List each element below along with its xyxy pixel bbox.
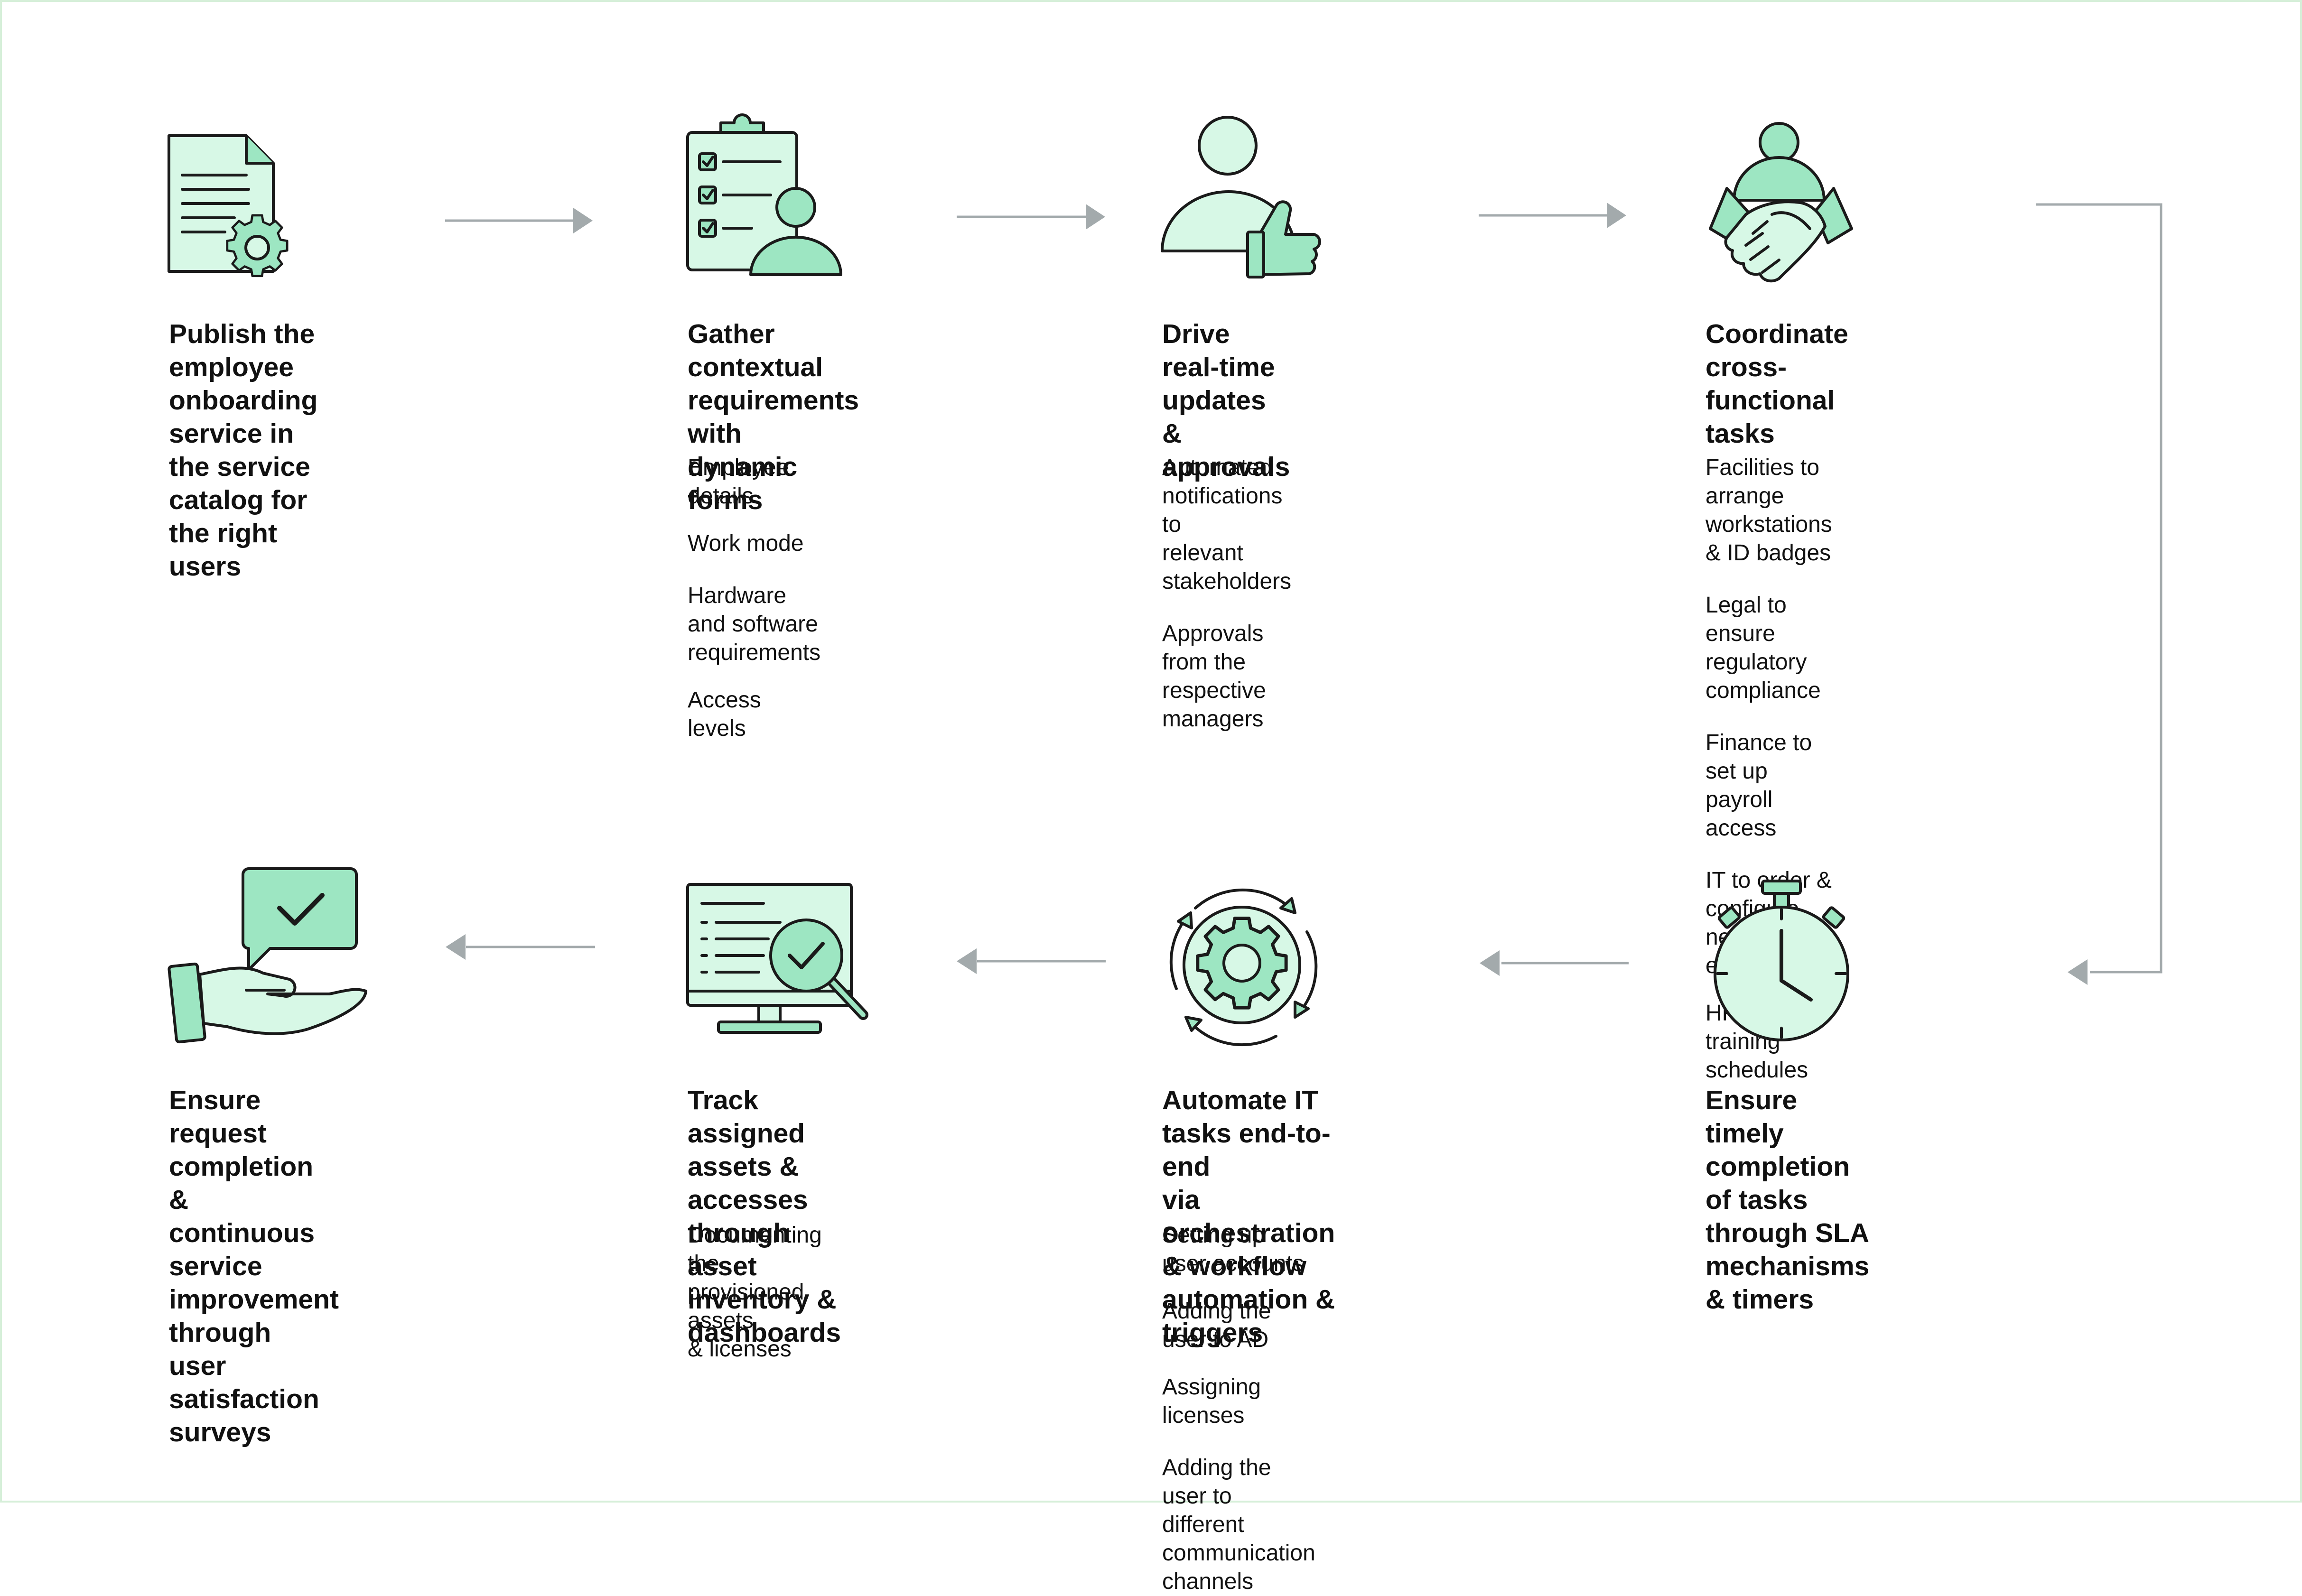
step-item-list: Documenting the provisioned assets & lic… [688,1221,822,1364]
arrowhead-4 [2068,959,2088,985]
list-item: Finance to set up payroll access [1706,730,1812,841]
arrowhead-6 [957,948,977,974]
handshake-icon [1709,122,1853,283]
step-item-list: Employee details Work mode Hardware and … [688,454,820,743]
list-item: HR to sort training schedules [1706,1001,1808,1083]
arrowhead-7 [446,934,466,960]
list-item: Setting up user accounts [1162,1223,1304,1276]
arrowhead-2 [1086,204,1105,230]
list-item: Documenting the provisioned assets & lic… [688,1223,822,1362]
monitor-magnifier-icon [686,883,868,1034]
arrowhead-3 [1607,203,1626,228]
user-thumbs-up-icon [1161,116,1321,278]
step-item-list: Facilities to arrange workstations & ID … [1706,454,1832,1085]
gear-cycle-icon [1169,888,1318,1047]
document-gear-icon [168,134,289,278]
list-item: Facilities to arrange workstations & ID … [1706,455,1832,566]
list-item: Assigning licenses [1162,1374,1261,1428]
list-item: Adding the user to AD [1162,1299,1271,1352]
list-item: Adding the user to different communicati… [1162,1455,1315,1594]
checklist-clipboard-user-icon [686,113,842,276]
step-title: Automate IT tasks end-to-end via orchest… [1162,1085,1335,1348]
list-item: Legal to ensure regulatory compliance [1706,593,1821,703]
list-item: Automated notifications to relevant stak… [1162,455,1292,594]
arrowhead-1 [573,208,593,233]
step-title: Track assigned assets & accesses through… [688,1085,841,1348]
step-title: Gather contextual requirements with dyna… [688,319,859,515]
step-item-list: Automated notifications to relevant stak… [1162,454,1291,733]
step-title: Publish the employee onboarding service … [169,319,318,582]
step-title: Drive real-time updates & approvals [1162,319,1290,482]
step-item-list: Setting up user accounts Adding the user… [1162,1221,1315,1596]
hand-chat-check-icon [168,867,367,1044]
flow-connectors [445,203,2162,985]
list-item: Hardware and software requirements [688,583,821,665]
list-item: Approvals from the respective managers [1162,621,1266,732]
list-item: Work mode [688,531,804,556]
step-title: Ensure request completion & continuous s… [169,1085,339,1448]
arrowhead-5 [1480,950,1500,976]
flow-connector-4-5 [2036,203,2162,974]
list-item: Access levels [688,687,761,741]
stopwatch-icon [1714,880,1849,1041]
step-title: Coordinate cross-functional tasks [1706,319,1848,449]
list-item: Employee details [688,455,789,509]
step-title: Ensure timely completion of tasks throug… [1706,1085,1870,1315]
